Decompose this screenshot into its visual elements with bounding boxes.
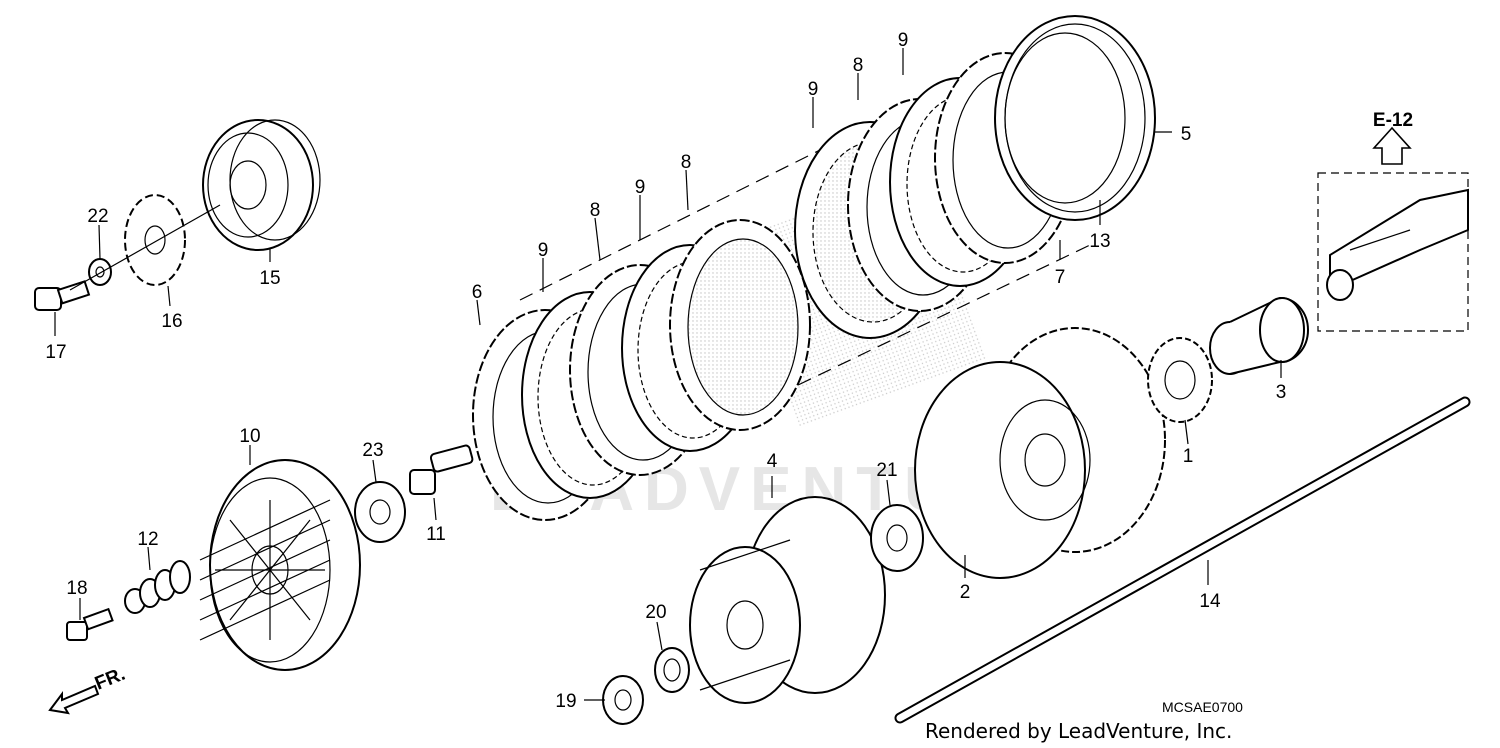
callout-18[interactable]: 18 <box>66 578 87 599</box>
part-15-primary-gear[interactable] <box>202 119 321 251</box>
callout-16[interactable]: 16 <box>161 311 182 332</box>
part-22-washer[interactable] <box>88 258 112 286</box>
callout-14[interactable]: 14 <box>1199 591 1221 612</box>
reference-box-e12 <box>1317 172 1469 332</box>
callout-9b[interactable]: 9 <box>635 177 646 198</box>
callout-8c[interactable]: 8 <box>853 55 864 76</box>
part-16-sprocket[interactable] <box>124 194 186 286</box>
front-arrow-icon <box>48 684 100 715</box>
callout-12[interactable]: 12 <box>137 529 158 550</box>
part-11-lifter-piece[interactable] <box>409 444 474 495</box>
callout-leaders <box>54 48 1282 701</box>
credit-text: Rendered by LeadVenture, Inc. <box>925 719 1232 743</box>
part-23-bearing[interactable] <box>354 481 406 543</box>
callout-11[interactable]: 11 <box>426 524 446 545</box>
callout-21[interactable]: 21 <box>876 460 897 481</box>
diagram-code: MCSAE0700 <box>1162 699 1243 715</box>
reference-label[interactable]: E-12 <box>1373 110 1413 131</box>
callout-15[interactable]: 15 <box>259 268 280 289</box>
callout-2[interactable]: 2 <box>960 582 971 603</box>
part-1-sprocket[interactable] <box>1147 337 1213 423</box>
leader-line <box>69 204 221 291</box>
part-4-clutch-center[interactable] <box>689 496 886 704</box>
part-5-judder-spring[interactable] <box>994 15 1156 221</box>
callout-1[interactable]: 1 <box>1183 446 1194 467</box>
callout-4[interactable]: 4 <box>767 451 778 472</box>
callout-10[interactable]: 10 <box>239 426 260 447</box>
reference-arrow[interactable] <box>1372 126 1412 165</box>
callout-9a[interactable]: 9 <box>538 240 549 261</box>
callout-6[interactable]: 6 <box>472 282 483 303</box>
callout-22[interactable]: 22 <box>87 206 108 227</box>
callout-8a[interactable]: 8 <box>590 200 601 221</box>
callout-7[interactable]: 7 <box>1055 267 1066 288</box>
part-8-friction-disc[interactable] <box>669 219 811 431</box>
callout-13[interactable]: 13 <box>1089 231 1110 252</box>
callout-3[interactable]: 3 <box>1276 382 1287 403</box>
callout-9c[interactable]: 9 <box>808 79 819 100</box>
callout-23[interactable]: 23 <box>362 440 383 461</box>
part-18-bolt[interactable] <box>66 607 114 641</box>
callout-8b[interactable]: 8 <box>681 152 692 173</box>
callout-19[interactable]: 19 <box>555 691 576 712</box>
hatch-lines <box>199 499 331 641</box>
callout-5[interactable]: 5 <box>1181 124 1192 145</box>
part-21-thrust-washer[interactable] <box>870 504 924 572</box>
front-label: FR. <box>92 664 128 695</box>
part-14-pushrod[interactable] <box>894 396 1471 724</box>
part-3-collar[interactable] <box>1209 296 1309 375</box>
part-2-clutch-outer[interactable] <box>914 327 1166 579</box>
callout-17[interactable]: 17 <box>45 342 66 363</box>
callout-20[interactable]: 20 <box>645 602 666 623</box>
callout-9d[interactable]: 9 <box>898 30 909 51</box>
part-12-spring[interactable] <box>124 560 191 614</box>
part-19-lock-nut[interactable] <box>602 675 644 725</box>
part-17-bolt[interactable] <box>34 280 91 311</box>
part-20-washer[interactable] <box>654 647 690 693</box>
